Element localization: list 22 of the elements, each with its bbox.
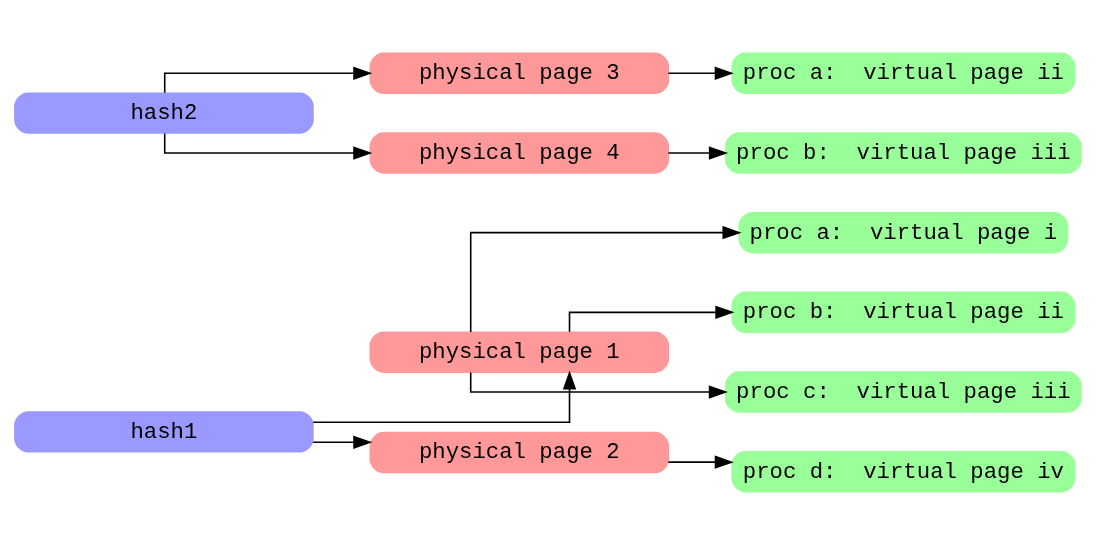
node-box: physical page 3 xyxy=(369,52,670,94)
node-box: proc d: virtual page iv xyxy=(731,451,1076,493)
node-box: proc b: virtual page ii xyxy=(731,291,1076,334)
node-box: proc a: virtual page i xyxy=(738,211,1069,254)
node-box: proc c: virtual page iii xyxy=(724,371,1082,413)
node-box: proc a: virtual page ii xyxy=(731,52,1076,94)
node-box: physical page 4 xyxy=(369,132,670,174)
arrow xyxy=(469,371,728,399)
arrow xyxy=(312,435,373,449)
arrow xyxy=(667,66,734,80)
arrow xyxy=(667,455,734,469)
node-box: hash1 xyxy=(14,411,314,453)
node-box: physical page 1 xyxy=(369,331,670,373)
arrow xyxy=(163,132,373,160)
node-box: hash2 xyxy=(14,92,314,134)
arrow xyxy=(163,66,373,94)
node-box: proc b: virtual page iii xyxy=(724,132,1082,174)
arrow xyxy=(469,225,742,333)
arrow xyxy=(312,370,577,424)
arrow xyxy=(568,305,735,333)
arrow xyxy=(667,146,728,160)
node-box: physical page 2 xyxy=(369,431,670,474)
